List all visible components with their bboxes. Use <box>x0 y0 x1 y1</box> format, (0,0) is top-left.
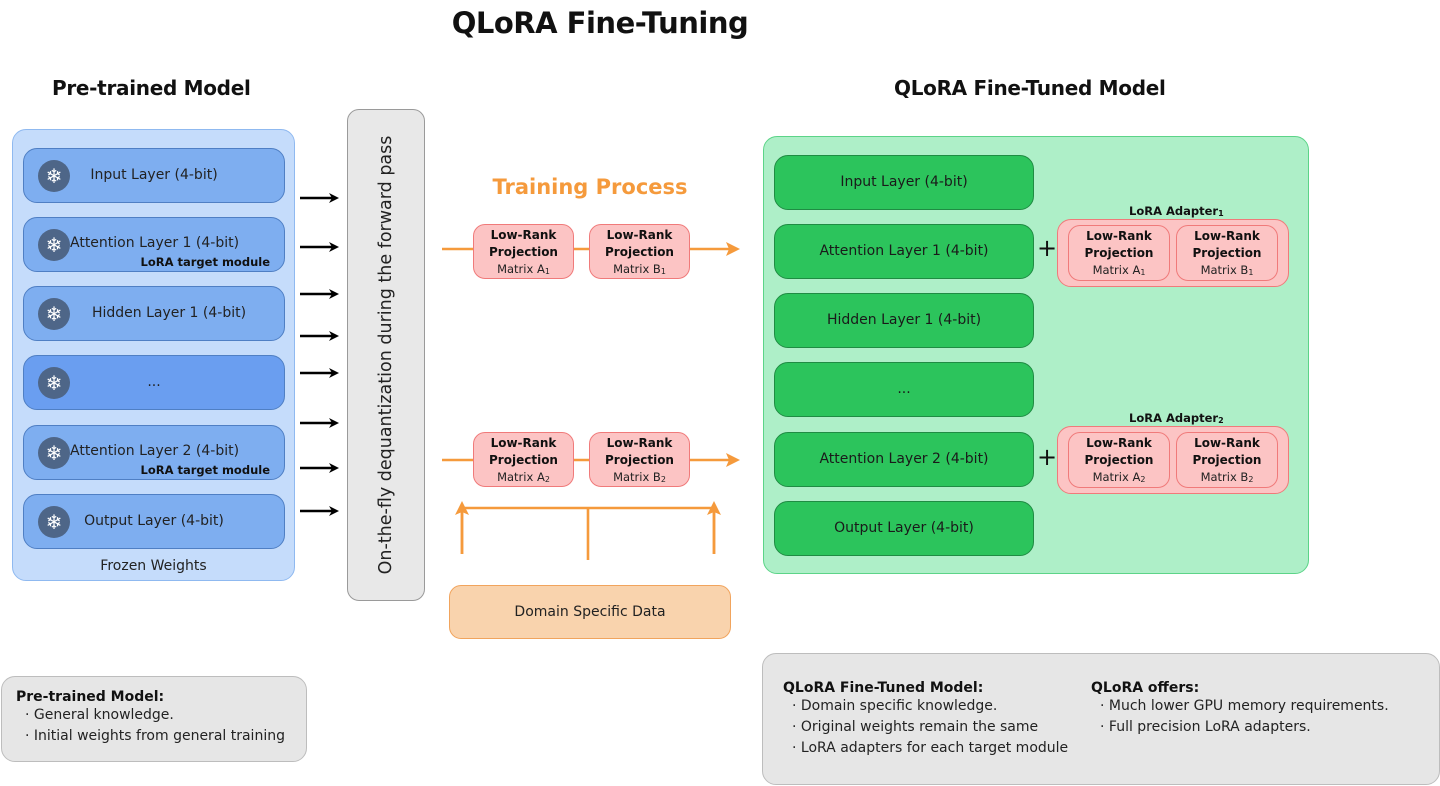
pretrained-heading: Pre-trained Model <box>52 76 251 100</box>
lora-target-tag: LoRA target module <box>140 463 271 477</box>
snowflake-icon: ❄ <box>38 437 70 469</box>
dequantization-label: On-the-fly dequantization during the for… <box>376 135 396 575</box>
matrix-name: Matrix B1 <box>1200 263 1254 277</box>
frozen-weights-label: Frozen Weights <box>100 558 207 574</box>
finetuned-layer-input: Input Layer (4-bit) <box>774 155 1034 210</box>
lora-adapter-1-title: LoRA Adapter1 <box>1129 204 1224 218</box>
plus-icon: + <box>1037 443 1058 471</box>
matrix-name: Matrix B2 <box>613 470 666 484</box>
lora-adapter-2-title: LoRA Adapter2 <box>1129 411 1224 425</box>
dequantization-stage: On-the-fly dequantization during the for… <box>347 109 425 601</box>
layer-label: Output Layer (4-bit) <box>84 513 224 529</box>
pretrained-model-panel: ❄ Input Layer (4-bit) ❄ Attention Layer … <box>12 129 295 581</box>
note-heading: QLoRA Fine-Tuned Model: <box>783 680 984 696</box>
pretrained-notes: Pre-trained Model: · General knowledge. … <box>1 676 307 762</box>
matrix-name: Matrix A1 <box>497 262 550 276</box>
finetuned-layer-ellipsis: ... <box>774 362 1034 417</box>
note-item: · Full precision LoRA adapters. <box>1100 719 1311 735</box>
note-item: · Domain specific knowledge. <box>792 698 998 714</box>
layer-label: Input Layer (4-bit) <box>90 167 218 183</box>
matrix-name: Matrix A1 <box>1092 263 1146 277</box>
finetuned-layer-hidden-1: Hidden Layer 1 (4-bit) <box>774 293 1034 348</box>
qlora-offers-column: QLoRA offers: · Much lower GPU memory re… <box>1091 680 1389 758</box>
layer-label: ... <box>147 374 161 390</box>
note-item: · Initial weights from general training <box>25 728 285 744</box>
note-item: · General knowledge. <box>25 707 174 723</box>
note-item: · LoRA adapters for each target module <box>792 740 1069 756</box>
lora-target-tag: LoRA target module <box>140 255 271 269</box>
snowflake-icon: ❄ <box>38 229 70 261</box>
snowflake-icon: ❄ <box>38 298 70 330</box>
matrix-name: Matrix A2 <box>1092 470 1146 484</box>
finetuned-layer-attention-1: Attention Layer 1 (4-bit) <box>774 224 1034 279</box>
pretrained-layer-ellipsis: ❄ ... <box>23 355 285 410</box>
layer-label: Hidden Layer 1 (4-bit) <box>91 305 247 321</box>
forward-arrows <box>300 193 339 516</box>
snowflake-icon: ❄ <box>38 506 70 538</box>
domain-specific-data: Domain Specific Data <box>449 585 731 639</box>
snowflake-icon: ❄ <box>38 160 70 192</box>
layer-label: Attention Layer 2 (4-bit) <box>70 443 240 459</box>
finetuned-model-panel: Input Layer (4-bit) Attention Layer 1 (4… <box>763 136 1309 574</box>
snowflake-icon: ❄ <box>38 367 70 399</box>
finetuned-notes-column: QLoRA Fine-Tuned Model: · Domain specifi… <box>783 680 1073 758</box>
matrix-name: Matrix A2 <box>497 470 550 484</box>
layer-label: Attention Layer 1 (4-bit) <box>70 235 240 251</box>
training-process-heading: Training Process <box>492 175 688 199</box>
pretrained-layer-attention-2: ❄ Attention Layer 2 (4-bit) LoRA target … <box>23 425 285 480</box>
plus-icon: + <box>1037 234 1058 262</box>
finetuned-heading: QLoRA Fine-Tuned Model <box>894 76 1166 100</box>
pretrained-layer-hidden-1: ❄ Hidden Layer 1 (4-bit) <box>23 286 285 341</box>
pretrained-layer-output: ❄ Output Layer (4-bit) <box>23 494 285 549</box>
finetuned-layer-output: Output Layer (4-bit) <box>774 501 1034 556</box>
matrix-name: Matrix B1 <box>613 262 666 276</box>
matrix-name: Matrix B2 <box>1200 470 1254 484</box>
note-item: · Original weights remain the same <box>792 719 1039 735</box>
note-heading: QLoRA offers: <box>1091 680 1200 696</box>
note-heading: Pre-trained Model: <box>16 689 165 705</box>
diagram-title: QLoRA Fine-Tuning <box>451 6 749 40</box>
pretrained-layer-input: ❄ Input Layer (4-bit) <box>23 148 285 203</box>
finetuned-notes: QLoRA Fine-Tuned Model: · Domain specifi… <box>762 653 1440 785</box>
note-item: · Much lower GPU memory requirements. <box>1100 698 1389 714</box>
finetuned-layer-attention-2: Attention Layer 2 (4-bit) <box>774 432 1034 487</box>
pretrained-layer-attention-1: ❄ Attention Layer 1 (4-bit) LoRA target … <box>23 217 285 272</box>
